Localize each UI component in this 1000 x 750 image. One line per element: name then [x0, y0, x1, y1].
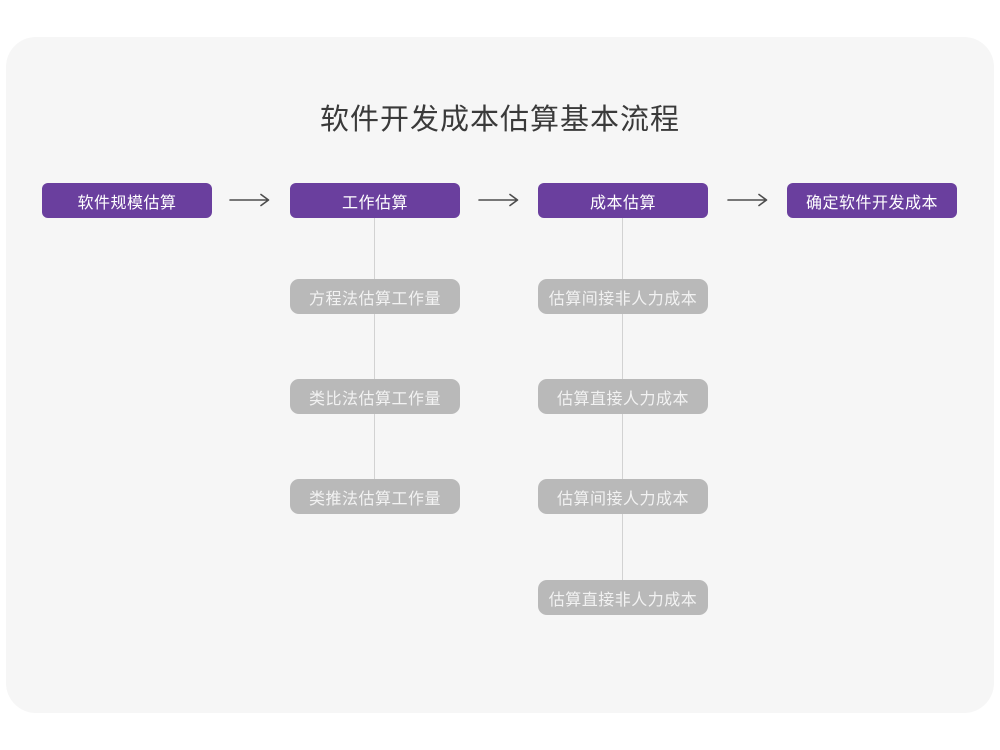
- cost-item-direct-labor: 估算直接人力成本: [538, 379, 708, 414]
- cost-item-direct-non-labor: 估算直接非人力成本: [538, 580, 708, 615]
- cost-item-indirect-labor: 估算间接人力成本: [538, 479, 708, 514]
- work-method-analogy: 类比法估算工作量: [290, 379, 460, 414]
- diagram-card: [6, 37, 994, 713]
- main-step-work-estimation: 工作估算: [290, 183, 460, 218]
- main-step-software-size-estimation: 软件规模估算: [42, 183, 212, 218]
- work-method-extrapolation: 类推法估算工作量: [290, 479, 460, 514]
- main-step-determine-development-cost: 确定软件开发成本: [787, 183, 957, 218]
- connector-line-work-estimation: [374, 218, 375, 479]
- main-step-cost-estimation: 成本估算: [538, 183, 708, 218]
- arrow-right-icon: [727, 193, 768, 207]
- work-method-equation: 方程法估算工作量: [290, 279, 460, 314]
- diagram-title: 软件开发成本估算基本流程: [319, 104, 680, 136]
- cost-item-indirect-non-labor: 估算间接非人力成本: [538, 279, 708, 314]
- arrow-right-icon: [478, 193, 519, 207]
- arrow-right-icon: [229, 193, 270, 207]
